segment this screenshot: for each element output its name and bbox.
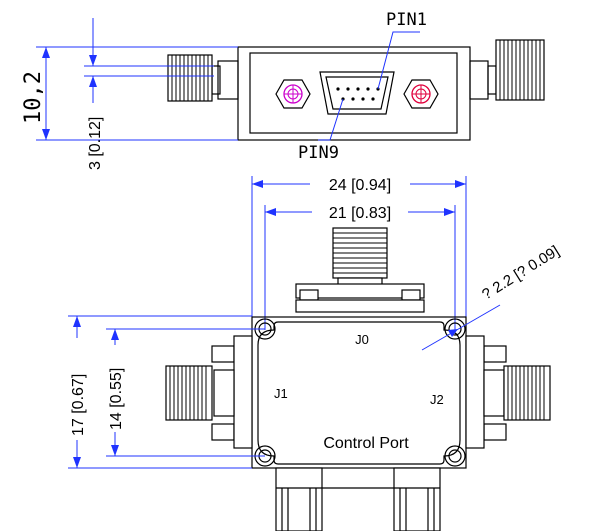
width-inner-dimension	[264, 205, 456, 330]
right-screw-icon	[403, 79, 439, 109]
hole-leader	[421, 304, 501, 351]
height-inner-dimension	[106, 328, 265, 457]
top-view-body	[237, 46, 471, 141]
j0-sma-connector	[295, 227, 425, 313]
j2-sma-connector	[465, 335, 551, 449]
pin9-leader	[318, 98, 344, 141]
offset-dimension-label: 3 [0.12]	[87, 117, 104, 170]
pin1-leader	[377, 31, 420, 90]
pin9-label: PIN9	[298, 143, 339, 163]
height-dimension-label: 10,2	[21, 71, 46, 124]
port-j0-label: J0	[355, 332, 369, 347]
front-view: 24 [0.94] 21 [0.83]	[68, 176, 562, 531]
height-outer-label: 17 [0.67]	[70, 374, 87, 436]
j1-sma-connector	[165, 335, 253, 449]
width-inner-label: 21 [0.83]	[329, 205, 391, 222]
port-j2-label: J2	[430, 392, 444, 407]
height-outer-dimension	[68, 315, 252, 469]
right-sma-connector	[469, 39, 545, 101]
pin1-label: PIN1	[386, 10, 427, 30]
left-sma-connector	[167, 54, 239, 102]
corner-holes	[254, 318, 466, 467]
height-inner-label: 14 [0.55]	[108, 368, 125, 430]
hole-dimension-label: ? 2.2 [? 0.09]	[479, 243, 562, 304]
width-outer-label: 24 [0.94]	[329, 177, 391, 194]
top-view: PIN1 PIN9 10,2 3 [0.12]	[21, 10, 545, 170]
port-j1-label: J1	[274, 386, 288, 401]
left-screw-icon	[275, 79, 311, 109]
control-port-cable	[275, 467, 441, 531]
top-height-dimension	[36, 46, 238, 141]
db9-connector-icon	[319, 71, 395, 115]
control-port-label: Control Port	[323, 435, 409, 452]
width-outer-dimension	[251, 176, 467, 318]
top-view-inner-frame	[249, 52, 458, 134]
top-offset-dimension	[84, 18, 214, 103]
